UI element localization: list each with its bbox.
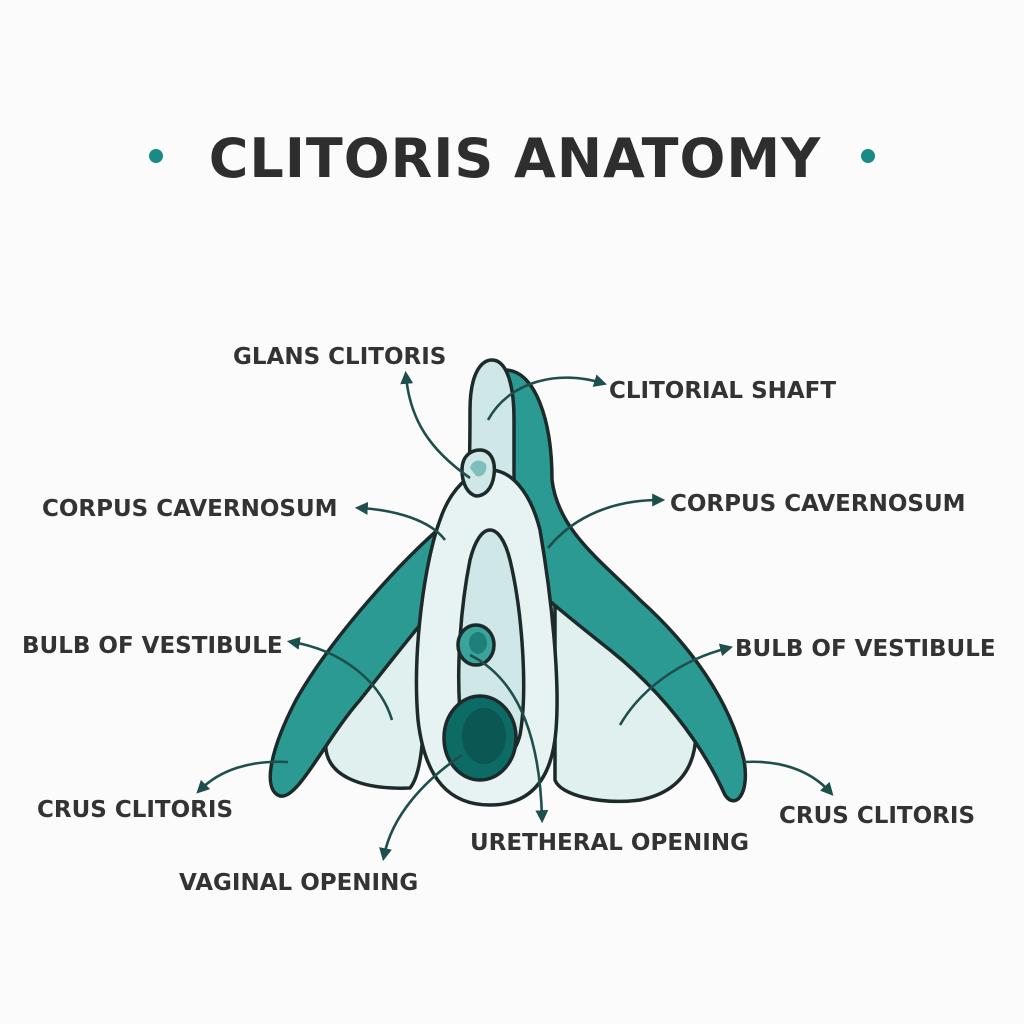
glans-clitoris-detail: [470, 460, 487, 477]
label-bulb-of-vestibule-right: BULB OF VESTIBULE: [735, 636, 996, 662]
arrow-corpus-cavernosum-right: [546, 493, 666, 549]
vaginal-opening-inner: [462, 708, 506, 764]
title-bullet-left-icon: [149, 149, 163, 163]
leader-lines: [196, 370, 834, 862]
label-vaginal-opening: VAGINAL OPENING: [179, 870, 418, 896]
label-corpus-cavernosum-left: CORPUS CAVERNOSUM: [42, 496, 338, 522]
label-glans-clitoris: GLANS CLITORIS: [233, 344, 446, 370]
label-crus-clitoris-right: CRUS CLITORIS: [779, 803, 975, 829]
arrow-glans-clitoris: [400, 370, 471, 480]
arrow-clitorial-shaft: [486, 374, 607, 421]
arrow-bulb-of-vestibule-right: [618, 643, 734, 726]
urethral-opening-inner: [469, 632, 487, 654]
arrow-corpus-cavernosum-left: [354, 501, 447, 541]
title-bullet-right-icon: [861, 149, 875, 163]
label-bulb-of-vestibule-left: BULB OF VESTIBULE: [22, 633, 283, 659]
arrow-crus-clitoris-right: [743, 760, 834, 796]
label-urethral-opening: URETHERAL OPENING: [470, 830, 749, 856]
clitoris-illustration: [268, 358, 748, 807]
label-clitorial-shaft: CLITORIAL SHAFT: [609, 378, 836, 404]
label-crus-clitoris-left: CRUS CLITORIS: [37, 797, 233, 823]
crus-clitoris-left-shape: [268, 513, 467, 798]
arrow-crus-clitoris-left: [196, 760, 289, 794]
arrow-vaginal-opening: [379, 753, 463, 862]
page-title: CLITORIS ANATOMY: [209, 127, 821, 190]
arrow-urethral-opening: [469, 653, 549, 824]
arrow-bulb-of-vestibule-left: [286, 636, 394, 721]
label-corpus-cavernosum-right: CORPUS CAVERNOSUM: [670, 491, 966, 517]
